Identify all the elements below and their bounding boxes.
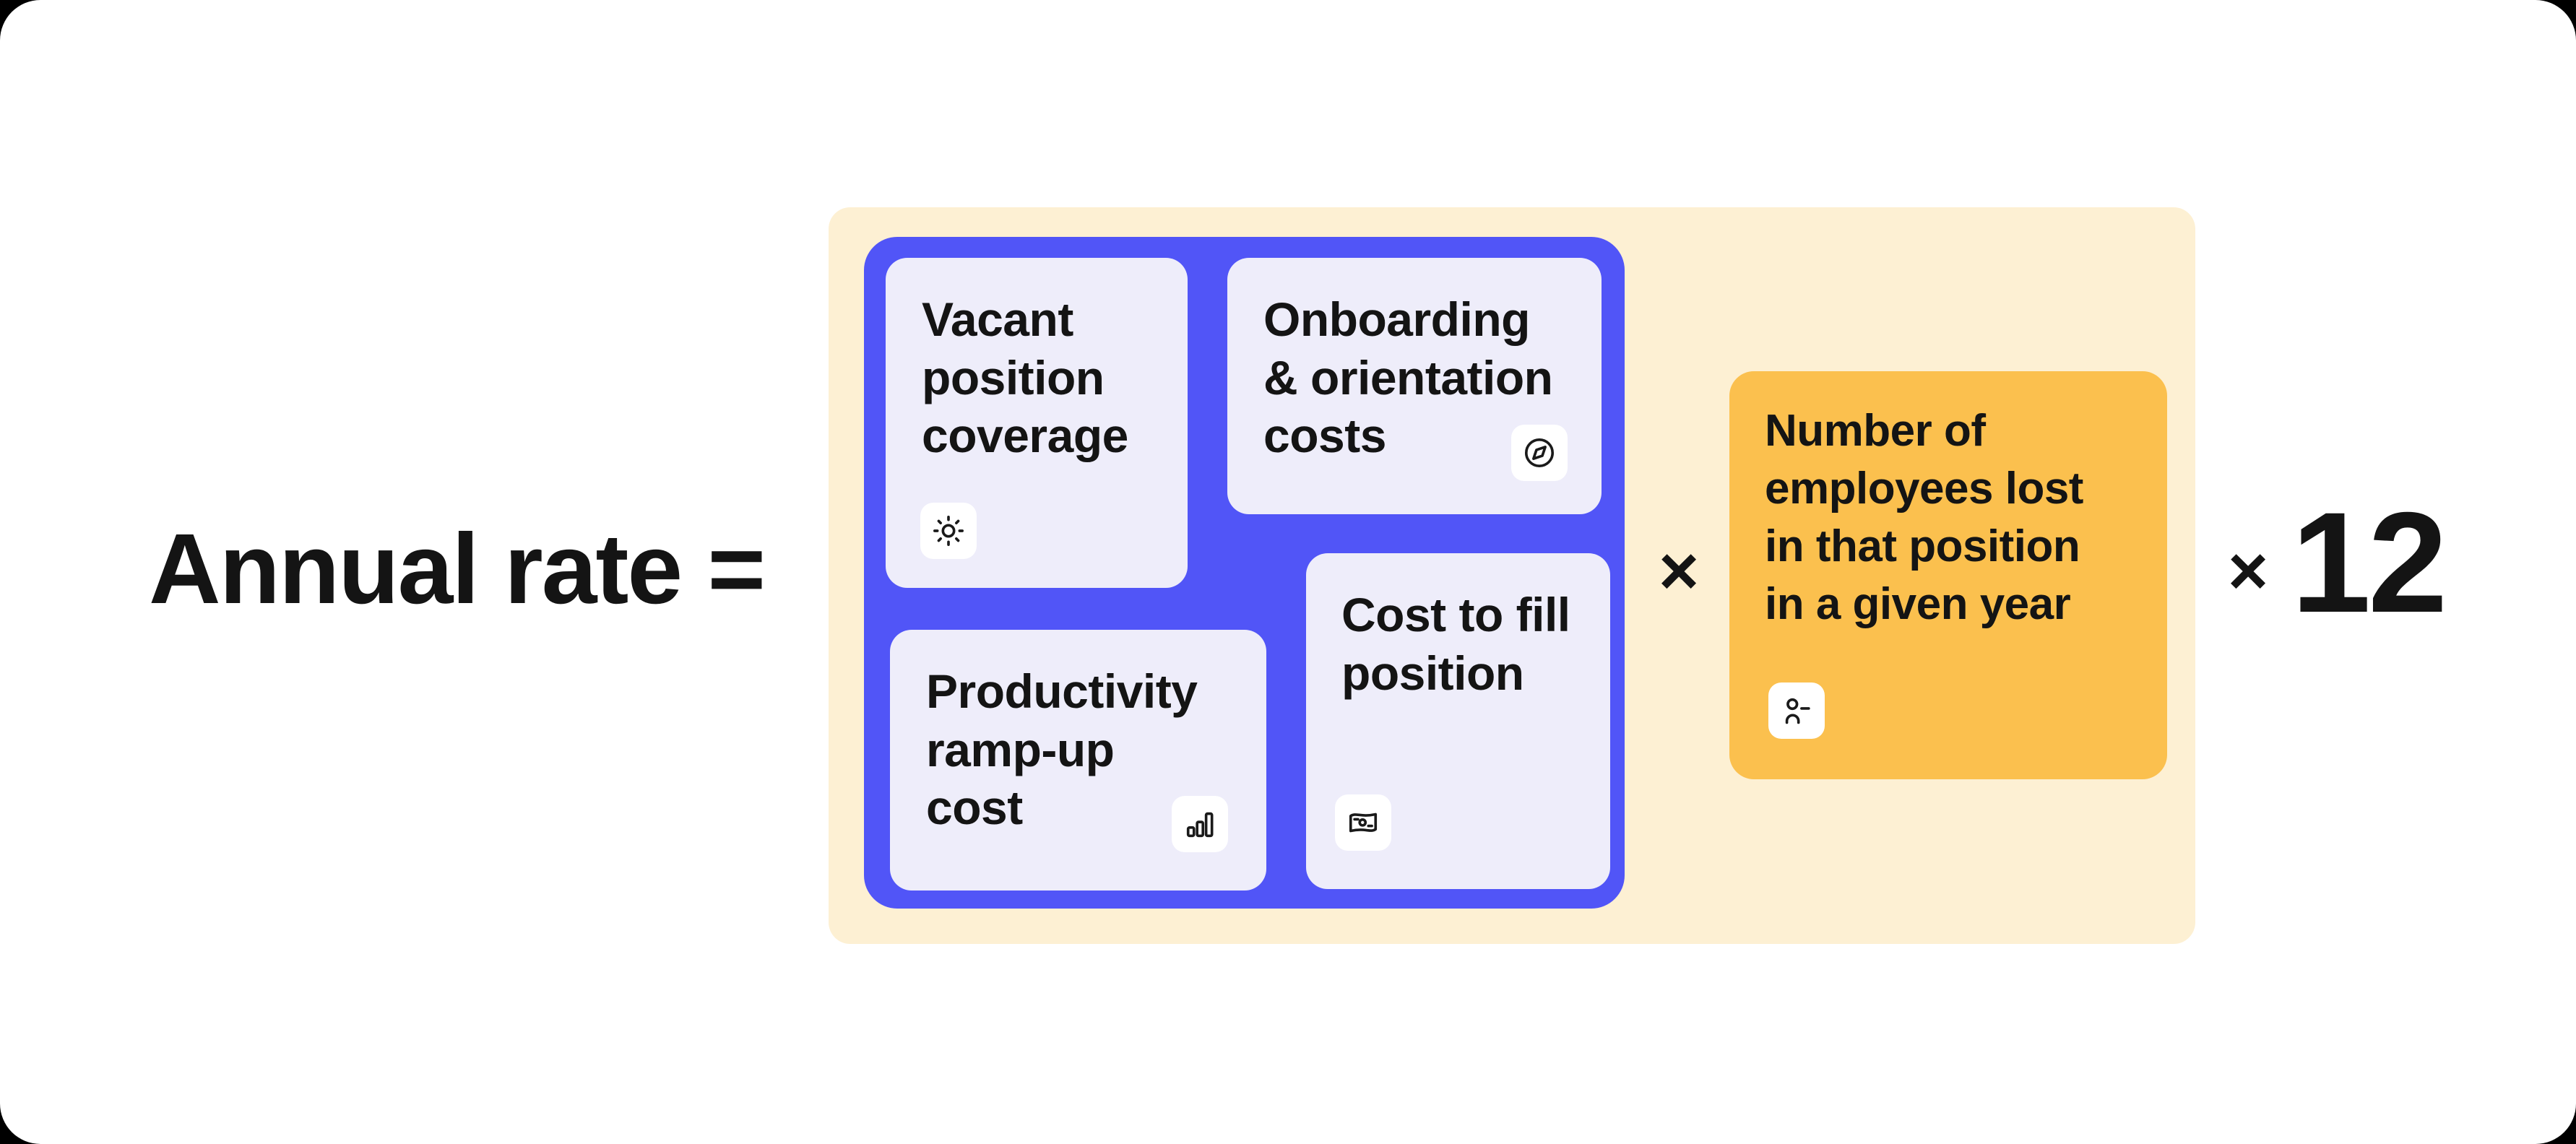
- cost-card-label: Onboarding & orientation costs: [1263, 292, 1553, 463]
- multiplier-value: 12: [2291, 482, 2447, 642]
- employee-card-label: Number of employees lost in that positio…: [1765, 406, 2083, 629]
- cost-card-label: Vacant position coverage: [922, 292, 1128, 463]
- compass-icon: [1524, 438, 1555, 468]
- cost-card-label: Productivity ramp-up cost: [926, 664, 1198, 835]
- icon-badge: [1172, 796, 1228, 852]
- multiply-sign-outer: ×: [2227, 532, 2269, 610]
- bar-chart-icon: [1186, 812, 1214, 838]
- banknote-icon: [1349, 812, 1378, 833]
- icon-badge: [920, 503, 977, 559]
- multiply-sign-inner: ×: [1658, 532, 1700, 610]
- cost-card-cost-to-fill: Cost to fill position: [1306, 553, 1610, 889]
- icon-badge: [1335, 794, 1391, 851]
- cost-card-label: Cost to fill position: [1341, 588, 1570, 700]
- icon-badge: [1511, 425, 1568, 481]
- employee-card: Number of employees lost in that positio…: [1729, 371, 2167, 779]
- cost-card-onboarding-orientation: Onboarding & orientation costs: [1227, 258, 1602, 514]
- icon-badge: [1768, 682, 1825, 739]
- user-minus-icon: [1785, 698, 1810, 724]
- cost-card-productivity-ramp-up: Productivity ramp-up cost: [890, 630, 1266, 890]
- cost-card-vacant-position-coverage: Vacant position coverage: [886, 258, 1188, 588]
- formula-title: Annual rate =: [149, 514, 766, 625]
- sun-icon: [933, 516, 964, 546]
